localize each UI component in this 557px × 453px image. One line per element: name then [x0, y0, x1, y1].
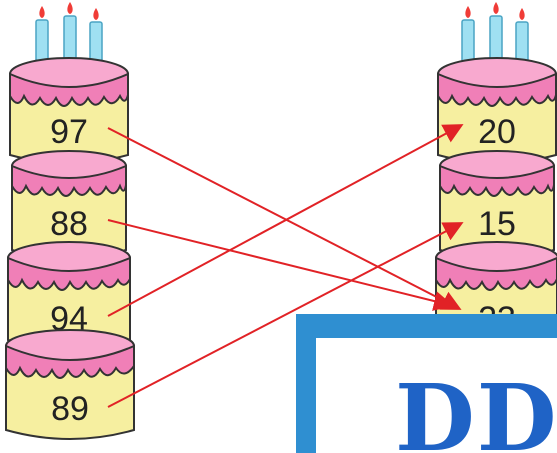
left-number-4: 89	[51, 390, 89, 428]
arrow-97-to-23	[107, 127, 462, 310]
flame-icon	[93, 8, 99, 20]
flame-icon	[67, 2, 73, 14]
flame-icon	[519, 8, 525, 20]
left-cake-layer-4: 89	[5, 329, 135, 440]
flame-icon	[39, 6, 45, 18]
matching-arrows	[107, 124, 464, 408]
right-cake-layer-1: 20	[437, 57, 557, 164]
arrow-88-to-23	[107, 219, 454, 311]
flame-icon	[493, 2, 499, 14]
watermark-logo-text: DDI	[395, 364, 557, 453]
left-cake-layer-3: 94	[7, 241, 131, 349]
flame-icon	[465, 6, 471, 18]
right-cake-stack: 20 15 23	[435, 2, 557, 349]
right-candles	[461, 2, 529, 63]
left-number-2: 88	[50, 205, 88, 243]
left-cake-stack: 97 88 94 89	[5, 2, 135, 440]
left-cake-layer-1: 97	[9, 57, 129, 164]
right-number-2: 15	[478, 205, 516, 243]
watermark-panel: DDI	[296, 314, 557, 453]
arrow-89-to-15	[107, 222, 464, 408]
right-number-1: 20	[478, 113, 516, 151]
right-cake-layer-2: 15	[439, 150, 555, 259]
left-number-1: 97	[50, 113, 88, 151]
left-candles	[35, 2, 103, 63]
arrow-94-to-20	[107, 124, 464, 317]
